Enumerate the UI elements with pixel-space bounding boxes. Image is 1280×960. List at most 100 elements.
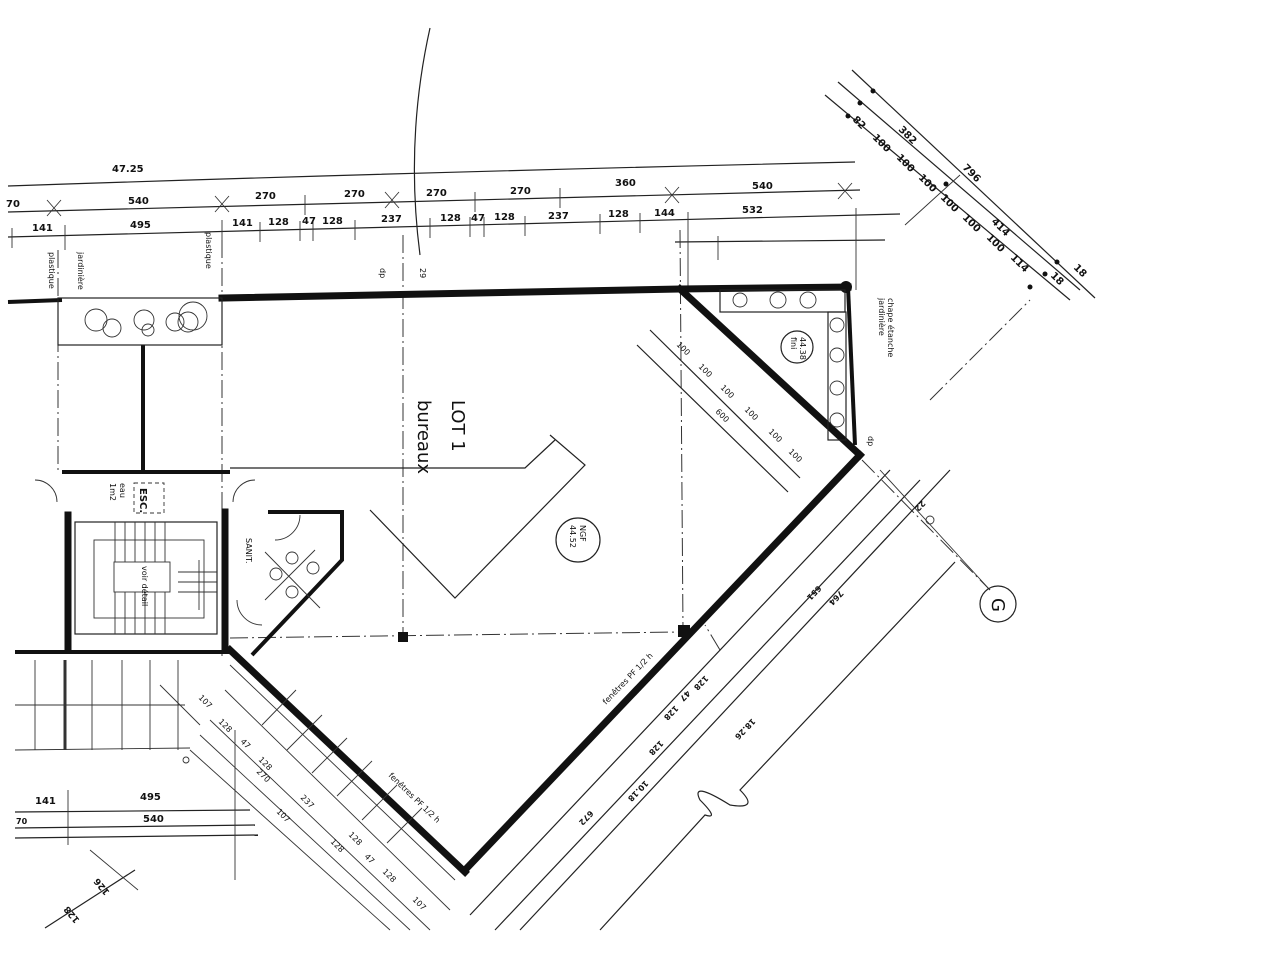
small-mark-3: dp (866, 436, 875, 446)
dim-top-row3-10: 237 (548, 211, 569, 222)
dim-top-row2-2: 270 (255, 191, 276, 202)
ngf-level-badge: NGF 44.52 (555, 517, 601, 563)
planter-left (57, 297, 223, 346)
dim-stair-1: 128 (217, 717, 234, 734)
bottom-right-dimensions: 128 47 128 651 128 764 672 10.18 18.26 2… (469, 469, 991, 931)
dim-right-mid-0: 382 (896, 124, 919, 147)
right-dimension-chain: 82 100 100 100 100 100 100 114 18 382 41… (824, 69, 1096, 401)
dim-bl-row2-0: 70 (16, 817, 28, 826)
bottom-left-dimensions: 141 495 70 540 128 126 (14, 730, 259, 929)
dim-right-inner-8: 18 (1048, 270, 1066, 288)
section-line (369, 434, 586, 599)
door-swing (34, 479, 58, 503)
lot-use: bureaux (413, 400, 434, 474)
left-note-3: plastique (204, 232, 213, 269)
guide-line (230, 439, 556, 469)
finish-level-badge: 44.38 fini (780, 330, 814, 364)
stair-area: 1m2 (108, 483, 117, 501)
dim-right-inner-3: 100 (916, 172, 939, 195)
dim-stair-7: 128 (329, 837, 346, 854)
dim-bl-row1-0: 141 (35, 796, 56, 807)
dim-top-row2-4: 270 (426, 188, 447, 199)
dim-stair-5: 237 (299, 793, 316, 810)
dim-top-row2-0: 70 (6, 199, 20, 210)
sanitary-label: SANIT. (244, 538, 253, 564)
dim-top-row3-5: 128 (322, 216, 343, 227)
dim-top-row3-3: 128 (268, 217, 289, 228)
stair-label: ESC. (137, 488, 148, 513)
dim-br-b-0: 128 (647, 739, 665, 758)
dim-top-row3-2: 141 (232, 218, 253, 229)
grid-marker-label: G (987, 598, 1008, 612)
dim-br-d: 22 (913, 499, 927, 513)
dim-br-a-0: 128 (662, 704, 680, 723)
dim-bay-1: 100 (697, 362, 714, 379)
dim-br-c-1: 10.18 (626, 779, 650, 804)
dim-top-row3-4: 47 (302, 216, 316, 227)
dim-stair-0: 107 (197, 693, 214, 710)
dim-right-inner-2: 100 (894, 152, 917, 175)
finish-level: 44.38 (798, 337, 807, 360)
dim-top-row3-6: 237 (381, 214, 402, 225)
walls (7, 281, 865, 877)
dim-bay-3: 100 (743, 405, 760, 422)
dim-stair-9: 47 (363, 852, 377, 866)
north-arc-line (413, 27, 431, 256)
grid-marker-g: G (979, 585, 1017, 623)
dim-bay-4: 100 (767, 427, 784, 444)
planter-right (719, 289, 847, 441)
dim-stair-8: 128 (347, 830, 364, 847)
planter-note: chape étanche (886, 298, 896, 357)
ngf-label: NGF (578, 525, 587, 542)
gallery (14, 660, 456, 931)
dim-right-inner-4: 100 (938, 192, 961, 215)
sanitary-block: SANIT. (236, 510, 344, 657)
dim-top-row3-12: 144 (654, 208, 675, 219)
dim-top-row3-8: 47 (471, 213, 485, 224)
dim-right-inner-1: 100 (870, 132, 893, 155)
dim-top-row3-7: 128 (440, 213, 461, 224)
small-mark-1: dp (378, 268, 387, 278)
dim-top-row2-5: 270 (510, 186, 531, 197)
dim-bl-row2-1: 540 (143, 814, 164, 825)
left-note-1: plastique (47, 252, 56, 289)
dim-right-inner-5: 100 (960, 212, 983, 235)
dim-top-row3-13: 532 (742, 205, 763, 216)
dim-total: 47.25 (112, 164, 144, 175)
dim-br-c-0: 672 (577, 809, 595, 827)
ngf-value: 44.52 (568, 525, 577, 548)
dim-top-row3-11: 128 (608, 209, 629, 220)
dim-stair-10: 128 (381, 867, 398, 884)
dim-top-row3-9: 128 (494, 212, 515, 223)
dim-bl-diag-0: 128 (63, 904, 83, 925)
left-note-2: jardinière (76, 251, 86, 290)
dim-bay-2: 100 (719, 383, 736, 400)
bay-dimension: 100 100 100 100 100 100 600 (636, 329, 804, 493)
dim-br-a-1: 47 (678, 689, 692, 703)
dim-right-inner-7: 114 (1008, 252, 1031, 275)
dim-top-row2-7: 540 (752, 181, 773, 192)
stair-note: voir détail (140, 566, 150, 606)
dim-bay-0: 100 (675, 340, 692, 357)
top-dimension-chain: 47.25 70 540 270 270 270 270 360 540 141… (6, 161, 901, 300)
window-note-2: fenêtres PF 1/2 h (387, 770, 443, 824)
planter-note-2: jardinière (877, 297, 887, 336)
dim-top-row3-1: 495 (130, 220, 151, 231)
stair-area-label: eau (118, 483, 127, 498)
finish-label: fini (789, 337, 798, 349)
staircase: ESC. voir détail eau 1m2 (34, 479, 256, 635)
dim-stair-2: 47 (239, 737, 253, 751)
dim-right-inner-0: 82 (850, 114, 868, 132)
door-swing (232, 479, 256, 503)
dim-top-row3-0: 141 (32, 223, 53, 234)
dim-stair-6: 107 (275, 807, 292, 824)
dim-top-row2-3: 270 (344, 189, 365, 200)
dim-bl-row1-1: 495 (140, 792, 161, 803)
dim-bay-5: 100 (787, 447, 804, 464)
dim-top-row2-6: 360 (615, 178, 636, 189)
lot-title: LOT 1 (447, 400, 468, 452)
dim-top-row2-1: 540 (128, 196, 149, 207)
dim-br-c-2: 18.26 (733, 717, 757, 742)
dim-stair-11: 107 (411, 895, 428, 912)
